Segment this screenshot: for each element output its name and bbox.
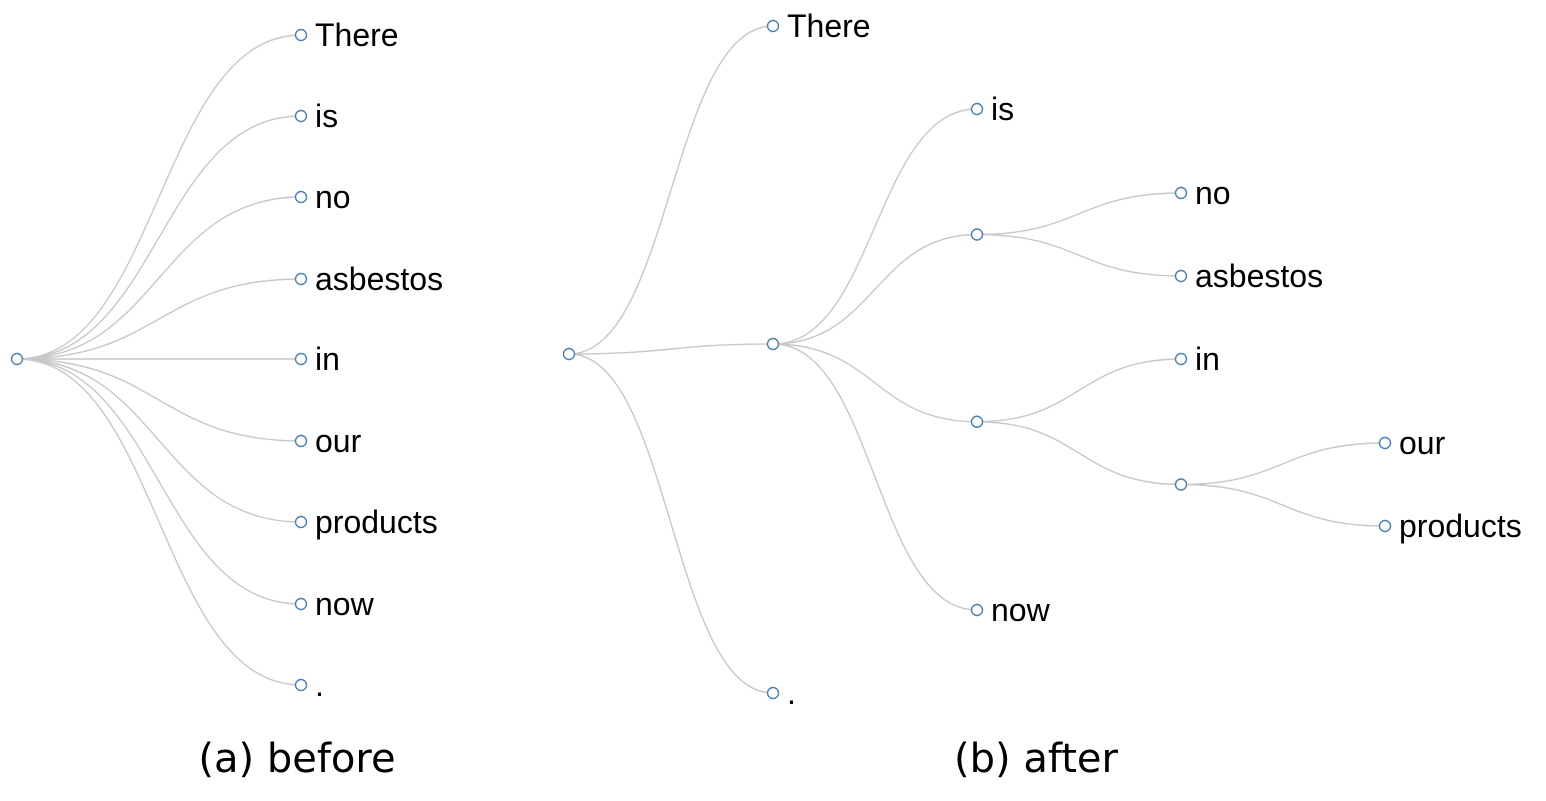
before-label-there: There [315,17,399,53]
before-leaf-node-is [294,109,308,123]
caption-before: (a) before [198,736,395,782]
after-link-4 [976,192,1182,236]
before-label-asbestos: asbestos [315,261,443,297]
after-label-products: products [1399,508,1522,544]
after-leaf-node-now [970,603,984,617]
before-label-period: . [315,667,324,703]
panel-before: There is no asbestos in our products now. (a) b… [10,17,443,782]
caption-after: (b) after [954,736,1119,782]
after-nodes: There is no asbestos in our products now. [562,8,1522,711]
after-label-no: no [1195,175,1231,211]
after-leaf-node-there [766,19,780,33]
after-link-7 [976,358,1182,423]
before-root-node [10,352,24,366]
before-nodes: There is no asbestos in our products now. [10,17,443,703]
after-link-8 [976,421,1182,486]
after-label-is: is [991,91,1014,127]
after-link-12 [568,353,774,694]
before-leaf-node-in [294,352,308,366]
after-links [568,25,1386,694]
panel-after: There is no asbestos in our products now. (b) a… [562,8,1522,782]
after-link-10 [1180,483,1386,527]
after-link-9 [1180,442,1386,486]
after-label-period: . [787,675,796,711]
after-label-asbestos: asbestos [1195,258,1323,294]
after-link-5 [976,233,1182,277]
before-links [16,34,302,686]
after-label-our: our [1399,425,1446,461]
after-internal-node [766,337,780,351]
before-leaf-node-our [294,434,308,448]
after-leaf-node-asbestos [1174,269,1188,283]
after-leaf-node-in [1174,352,1188,366]
after-link-3 [772,233,978,345]
after-label-there: There [787,8,871,44]
after-leaf-node-is [970,102,984,116]
after-leaf-node-products [1378,519,1392,533]
before-link-0 [16,34,302,360]
after-leaf-node-period [766,686,780,700]
before-leaf-node-now [294,597,308,611]
before-leaf-node-asbestos [294,272,308,286]
after-leaf-node-no [1174,186,1188,200]
before-link-5 [16,358,302,442]
after-link-2 [772,108,978,345]
before-link-3 [16,278,302,360]
after-link-11 [772,343,978,611]
after-link-1 [568,343,774,355]
before-link-7 [16,358,302,605]
before-label-is: is [315,98,338,134]
after-label-now: now [991,592,1051,628]
after-internal-node [1174,478,1188,491]
before-link-2 [16,196,302,360]
before-leaf-node-period [294,678,308,692]
after-link-0 [568,25,774,355]
before-link-1 [16,115,302,360]
before-label-now: now [315,586,375,622]
before-label-no: no [315,179,351,215]
before-leaf-node-products [294,515,308,529]
before-label-in: in [315,341,340,377]
after-label-in: in [1195,341,1220,377]
after-internal-node [970,228,984,241]
after-internal-node [970,415,984,428]
before-link-6 [16,358,302,523]
before-link-8 [16,358,302,686]
before-label-products: products [315,504,438,540]
after-link-6 [772,343,978,423]
before-leaf-node-there [294,28,308,42]
after-root-node [562,347,576,361]
before-leaf-node-no [294,190,308,204]
before-label-our: our [315,423,362,459]
after-leaf-node-our [1378,436,1392,450]
